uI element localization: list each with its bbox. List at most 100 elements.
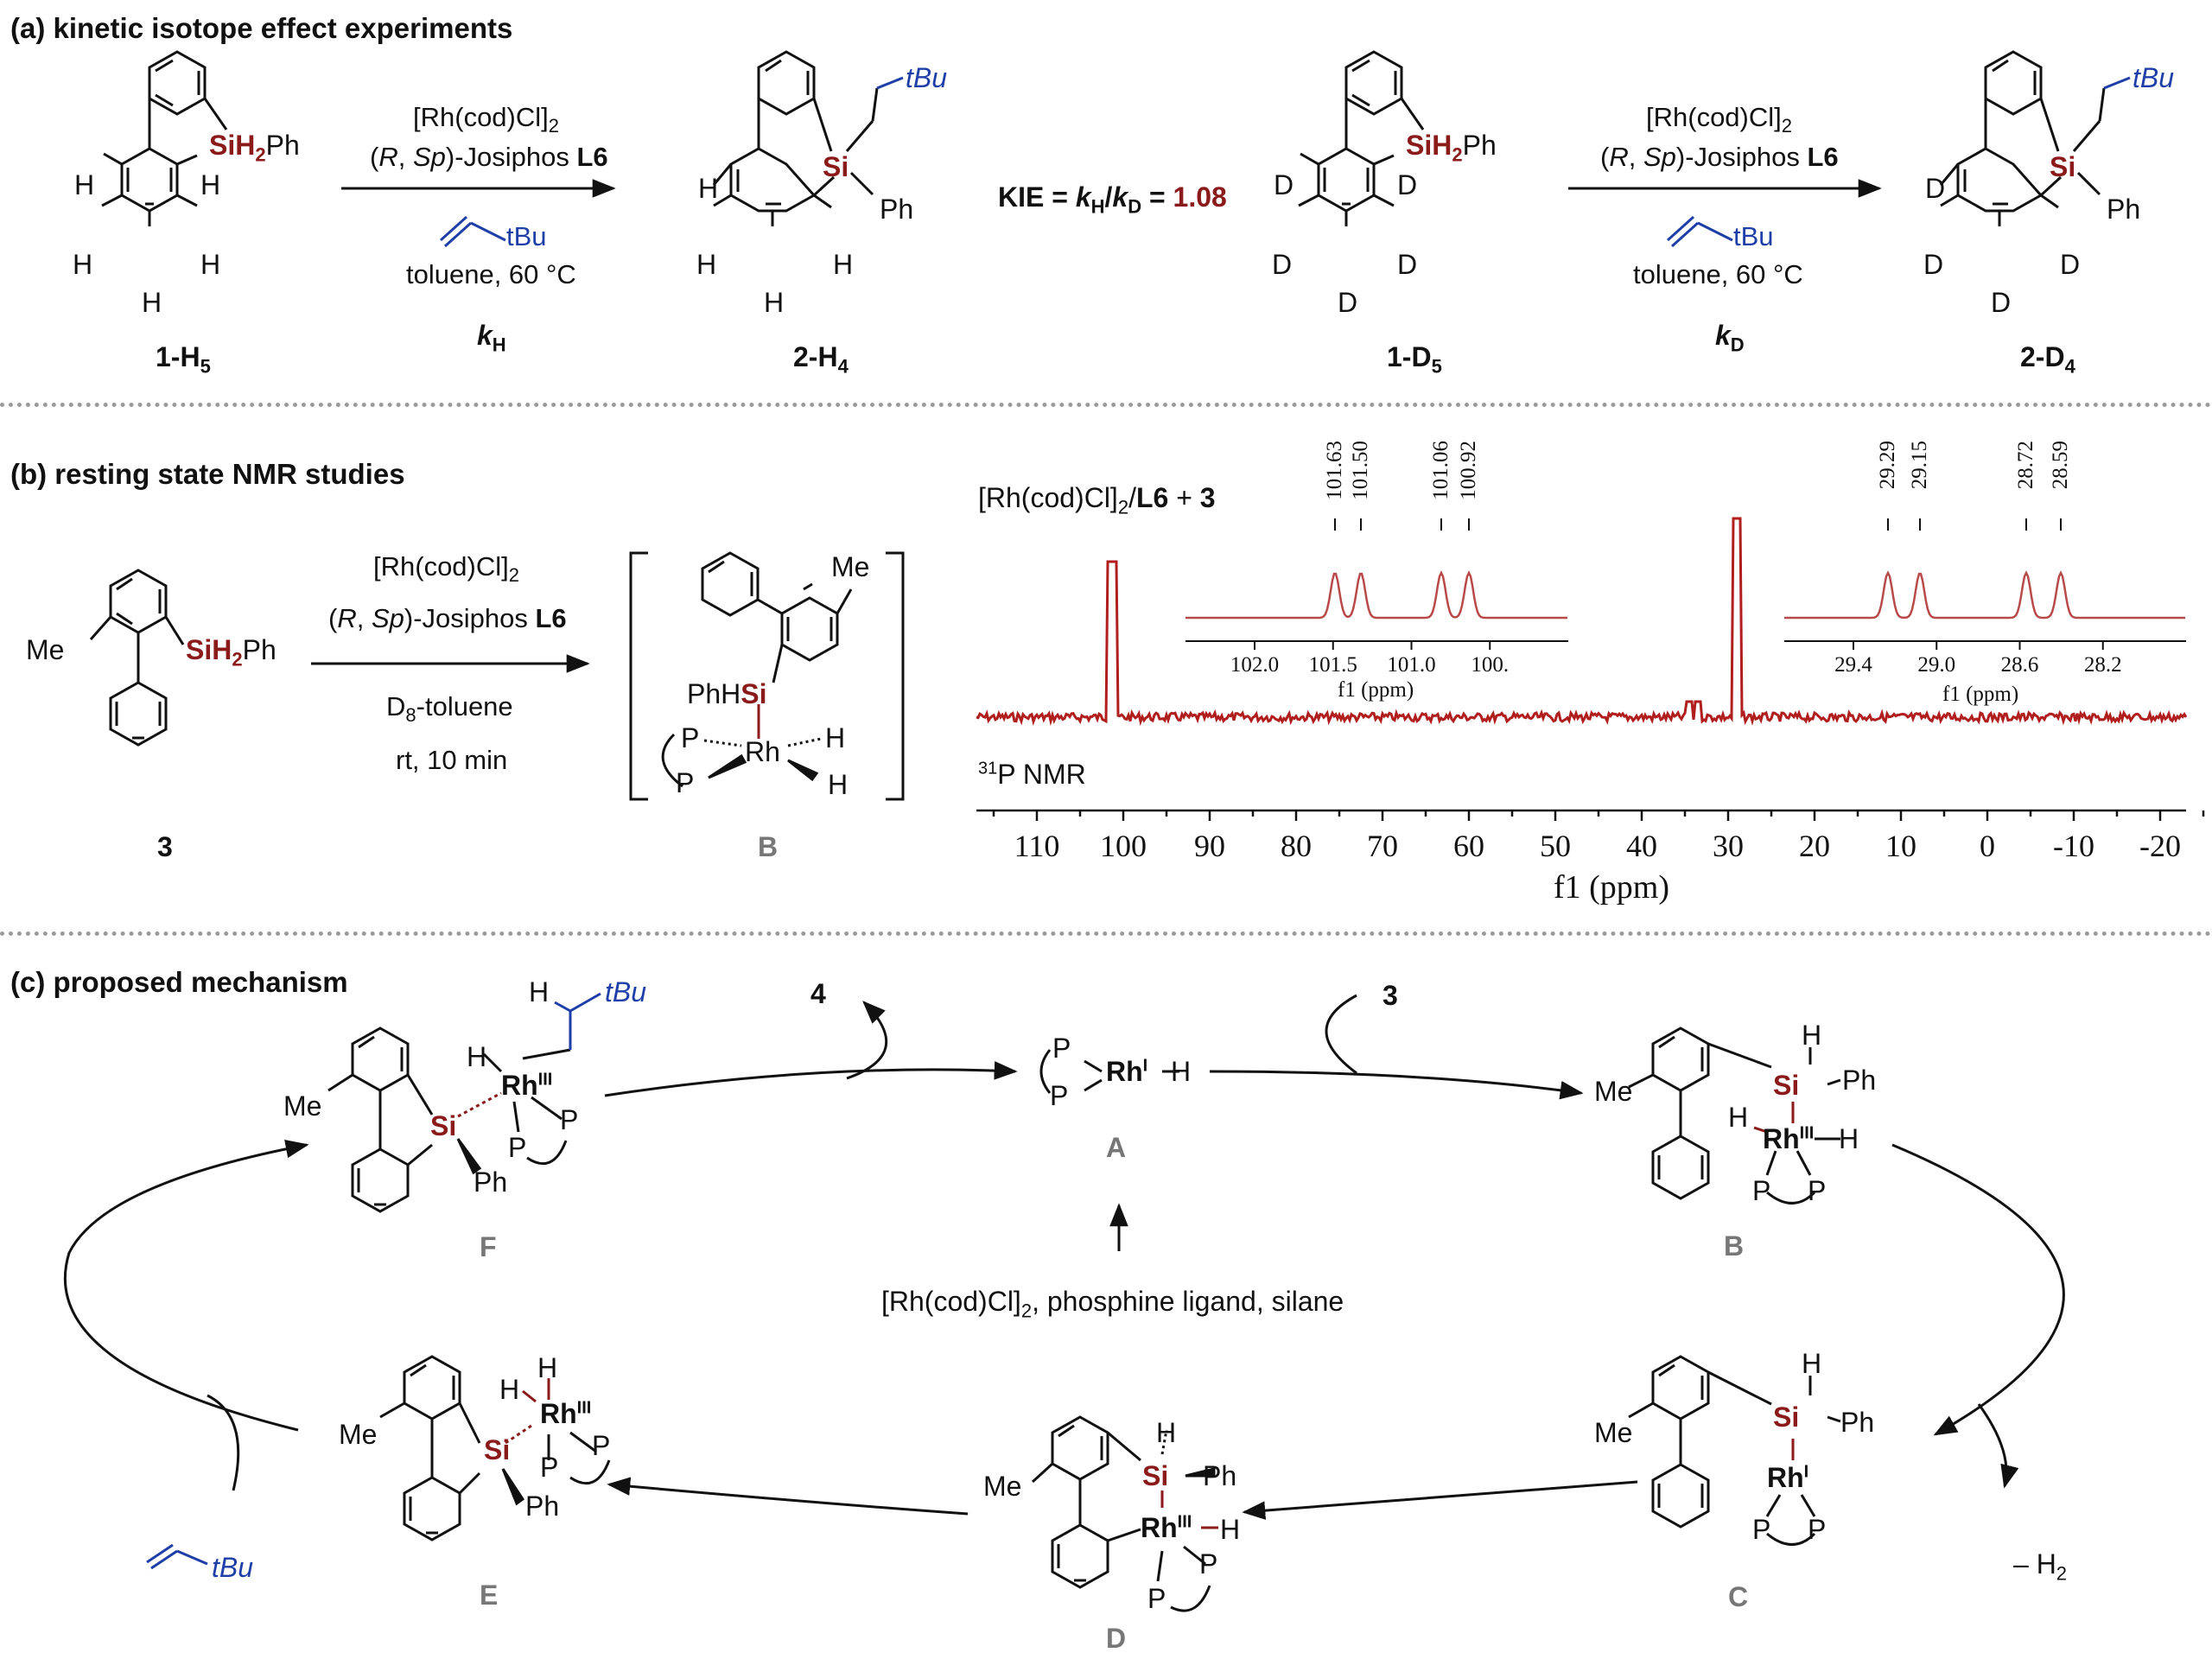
mech-alkene-label: tBu [212, 1552, 254, 1583]
C-me: Me [1594, 1417, 1633, 1448]
Bm-p1: P [1752, 1175, 1771, 1206]
prod1-tbu: tBu [906, 62, 948, 93]
structure-2-D4 [1939, 50, 2131, 226]
nmr-peak-label-left-2: 101.06 [1429, 441, 1452, 500]
Bm-h2: H [1839, 1123, 1859, 1154]
arrow-add-alkene [207, 1394, 240, 1491]
Bm-ph: Ph [1842, 1065, 1877, 1096]
nmr-tick-label-8: 30 [1713, 829, 1744, 863]
arrow-E-to-F [64, 1139, 309, 1432]
prod2-atom-1: D [1925, 173, 1946, 204]
compound-name-B-resting: B [758, 831, 779, 862]
nmr-peak-label-left-0: 101.63 [1323, 441, 1346, 500]
Bm-si: Si [1773, 1070, 1800, 1101]
prod2-atom-3: D [2060, 249, 2081, 280]
D-h: H [1220, 1514, 1241, 1545]
structure-C [1628, 1355, 1841, 1546]
b-int-h1: H [825, 722, 846, 753]
Bm-p2: P [1808, 1175, 1827, 1206]
D-me: Me [983, 1471, 1022, 1502]
prod1-atom-1: H [698, 173, 719, 204]
sm2-si-label: SiH2Ph [1406, 130, 1497, 166]
structure-1-H5 [101, 50, 228, 226]
E-p2: P [592, 1430, 611, 1461]
D-rh: RhIII [1141, 1512, 1192, 1543]
b-solvent: D8-toluene [386, 691, 513, 727]
nmr-tick-label-11: 0 [1980, 829, 1995, 863]
rxn2-alkene-label: tBu [1733, 221, 1774, 251]
arrow-add-3 [1325, 994, 1357, 1075]
nmr-nucleus-label: 31P NMR [978, 759, 1086, 790]
nmr-tick-label-1: 100 [1100, 829, 1147, 863]
sm2-atom-2: D [1397, 169, 1418, 200]
compound-name-1-D5: 1-D5 [1387, 341, 1442, 378]
structure-B-mech [1628, 1027, 1841, 1205]
nmr-tick-marks [992, 810, 2205, 821]
structure-F [327, 992, 601, 1213]
kie-value: 1.08 [1173, 181, 1227, 213]
prod2-si: Si [2050, 151, 2076, 182]
compound-name-3: 3 [157, 831, 173, 862]
kie-expression: KIE = kH/kD = 1.08 [998, 181, 1227, 218]
F-si: Si [430, 1110, 457, 1141]
inset-right-labels-2: 28.6 [2000, 653, 2039, 677]
nmr-tick-label-0: 110 [1014, 829, 1060, 863]
sm2-atom-4: D [1397, 249, 1418, 280]
C-si: Si [1773, 1402, 1800, 1433]
A-p1: P [1052, 1033, 1071, 1064]
A-h: H [1171, 1056, 1192, 1087]
F-p1: P [508, 1132, 527, 1163]
rxn2-solvent: toluene, 60 °C [1633, 259, 1803, 289]
rxn1-rate-constant: kH [477, 320, 506, 356]
C-rh: RhI [1767, 1462, 1809, 1493]
inset-left-labels-2: 101.0 [1387, 653, 1436, 677]
nmr-spectrum [976, 517, 2205, 821]
nmr-inset-left [1185, 570, 1568, 650]
mech-h2-loss: – H2 [2013, 1548, 2068, 1585]
inset-right-labels-1: 29.0 [1917, 653, 1956, 677]
alkene-c [146, 1543, 208, 1570]
b-int-rh: Rh [745, 736, 780, 767]
alkene-a2 [1666, 215, 1733, 248]
F-tbu: tBu [605, 976, 647, 1007]
D-p1: P [1147, 1583, 1166, 1614]
nmr-peak-label-left-3: 100.92 [1457, 441, 1480, 500]
b-int-p1: P [681, 722, 700, 753]
D-h-si: H [1156, 1417, 1177, 1448]
b-time: rt, 10 min [396, 745, 508, 775]
b-int-phhsi: PhHSi [687, 678, 767, 709]
nmr-inset-right [1784, 570, 2186, 650]
rxn2-catalyst: [Rh(cod)Cl]2 [1646, 102, 1793, 137]
compound-name-B-mech: B [1724, 1230, 1745, 1262]
prod1-atom-4: H [764, 287, 785, 318]
sm2-atom-5: D [1338, 287, 1358, 318]
structure-3 [89, 569, 185, 747]
C-h-si: H [1802, 1348, 1822, 1379]
compound-name-C: C [1728, 1581, 1749, 1612]
E-p1: P [540, 1452, 559, 1483]
rxn1-alkene-label: tBu [506, 221, 547, 251]
nmr-peak-label-right-3: 28.59 [2049, 441, 2072, 490]
inset-left-labels-1: 101.5 [1308, 653, 1357, 677]
sm1-si-label: SiH2Ph [209, 130, 300, 166]
nmr-tick-label-2: 90 [1194, 829, 1225, 863]
arrow-C-to-D [1242, 1480, 1638, 1520]
nmr-inset-right-xlabel: f1 (ppm) [1942, 683, 2019, 706]
A-p2: P [1050, 1080, 1069, 1111]
arrow-B-to-C [1891, 1143, 2065, 1436]
rxn2-rate-constant: kD [1715, 320, 1745, 356]
C-p2: P [1808, 1514, 1827, 1545]
inset-right-labels-3: 28.2 [2083, 653, 2122, 677]
compound-name-D: D [1106, 1623, 1127, 1654]
F-ph: Ph [474, 1166, 508, 1198]
structure-A [1039, 1049, 1179, 1094]
arrow-D-to-E [607, 1477, 969, 1516]
F-rh: RhIII [501, 1070, 553, 1101]
prod1-ph: Ph [880, 194, 914, 225]
b-int-p2: P [676, 767, 695, 798]
b-int-h2: H [828, 769, 849, 800]
prod2-tbu: tBu [2133, 62, 2175, 93]
nmr-tick-label-5: 60 [1453, 829, 1484, 863]
D-ph: Ph [1203, 1460, 1237, 1491]
